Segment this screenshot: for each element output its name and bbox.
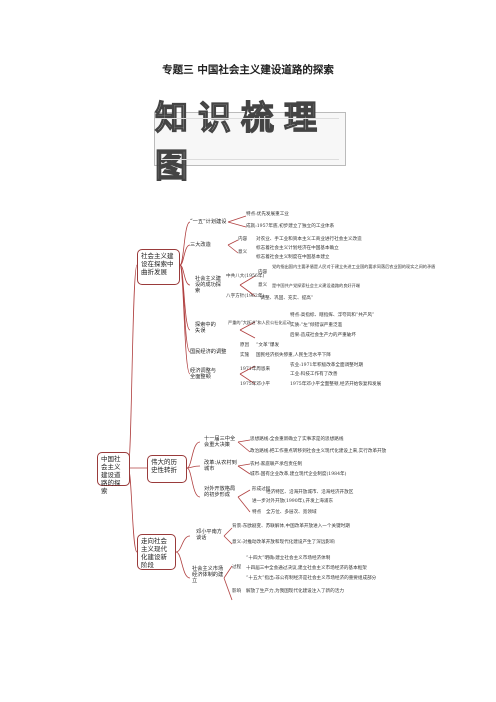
leaf-text: 后果:造成社会生产力的严重破坏 — [290, 333, 356, 338]
sub-node-market-economy: 社会主义市场经济体制的建立 — [192, 566, 224, 584]
leaf-text: 进一步对外开放(1990年),开发上海浦东 — [252, 499, 334, 504]
leaf-text: 政治路线:把工作重点转移到社会主义现代化建设上来,实行改革开放 — [250, 449, 387, 454]
leaf-text: 实质:“左”倾错误严重泛滥 — [290, 323, 343, 328]
leaf-text: “十四大”明确:建立社会主义市场经济体制 — [246, 556, 331, 561]
leaf-text: 农村:家庭联产承包责任制 — [250, 462, 303, 467]
leaf-text: 特点 — [252, 510, 262, 515]
leaf-text: 对农业、手工业和资本主义工商业进行社会主义改造 — [256, 237, 362, 242]
root-node: 中国社会主义建设道路的探索 — [97, 452, 130, 495]
leaf-text: 1975年邓小平全面整顿,经济开始恢复和发展 — [290, 382, 382, 387]
leaf-text: 思想路线:全会重新确立了实事求是的思想路线 — [250, 437, 344, 442]
sub-node-first-five-year-plan: “一五”计划建设 — [190, 219, 227, 225]
leaf-text: 是中国共产党探索社会主义建设道路的良好开端 — [272, 283, 360, 288]
sub-node-mistakes: 探索中的失误 — [195, 322, 216, 334]
leaf-text: 成就:1957年底,初步建立了独立的工业体系 — [246, 224, 335, 229]
leaf-text: 实施 — [240, 353, 250, 358]
leaf-text: 经济特区、沿海开放城市、沿海经济开放区 — [266, 490, 354, 495]
leaf-text: 农业:1971年积极改革全面调整时期 — [290, 363, 363, 368]
leaf-text: 1971年周恩来 — [240, 367, 271, 372]
sub-node-economic-adjustment: 国民经济的调整 — [190, 349, 227, 355]
leaf-text: 标志着社会主义制度在中国基本建立 — [256, 255, 330, 260]
branch-node-1: 社会主义建设在探索中曲折发展 — [137, 249, 180, 285]
leaf-text: 意义 — [258, 283, 268, 288]
leaf-text: 特点:高指标、瞎指挥、浮夸风和“共产风” — [290, 313, 375, 318]
leaf-text: “文革”爆发 — [256, 343, 280, 348]
leaf-text: 过程 — [232, 565, 242, 570]
leaf-text: 影响 — [232, 589, 242, 594]
leaf-text: 内容 — [258, 270, 268, 275]
sub-node-overall-rectification: 经济调整与全面整顿 — [190, 368, 216, 380]
leaf-text: 意义 — [238, 250, 248, 255]
sub-node-opening-up: 对外开放格局的初步形成 — [204, 486, 236, 498]
leaf-text: 城市:国有企业改革,建立现代企业制度(1984年) — [250, 472, 347, 477]
leaf-text: 内容 — [238, 237, 248, 242]
leaf-text: “调整、巩固、充实、提高” — [258, 296, 314, 301]
sub-node-three-transformations: 三大改造 — [190, 242, 211, 248]
leaf-text: 背景:东欧剧变、苏联解体,中国改革开放进入一个关键时期 — [232, 524, 350, 529]
leaf-text: 原因 — [240, 343, 250, 348]
leaf-text: 党的指出国内主要矛盾是人民对于建立先进工业国的要求同落后农业国的现实之间的矛盾 — [272, 264, 436, 269]
sub-node-successful-exploration: 社会主义建设的成功探索 — [195, 276, 221, 294]
sub-node-southern-tour: 邓小平南方谈话 — [196, 529, 222, 541]
leaf-text: 特点:优先发展重工业 — [246, 212, 289, 217]
leaf-text: 标志着社会主义计划经济在中国基本确立 — [256, 246, 339, 251]
leaf-text: 八字方针(1962年) — [226, 294, 265, 299]
leaf-text: 严重的“大跃进”和人民公社化运动 — [228, 320, 291, 325]
leaf-text: 解放了生产力,为我国现代化建设注入了新的活力 — [246, 589, 344, 594]
leaf-text: 全方位、多层次、宽领域 — [266, 510, 317, 515]
leaf-text: 意义:对推动改革开放和现代化建设产生了深远影响 — [232, 540, 335, 545]
leaf-text: 1975年邓小平 — [240, 382, 271, 387]
leaf-text: 十四届三中全会通过决议,建立社会主义市场经济的基本框架 — [246, 566, 367, 571]
leaf-text: 国民经济损失惨重,人民生活水平下降 — [256, 353, 331, 358]
sub-node-reform: 改革:从农村到城市 — [204, 460, 237, 472]
leaf-text: 工业:科技工作有了改善 — [290, 372, 338, 377]
leaf-text: 形成过程 — [252, 487, 271, 492]
branch-node-3: 走向社会主义现代化建设新阶段 — [137, 534, 176, 570]
leaf-text: “十五大”指出:非公有制经济是社会主义市场经济的重要组成部分 — [246, 576, 377, 581]
leaf-text: 中共八大(1956年) — [226, 274, 265, 279]
sub-node-third-plenum: 十一届三中全会重大决策 — [204, 436, 236, 448]
page-title: 专题三 中国社会主义建设道路的探索 — [162, 64, 334, 76]
branch-node-2: 伟大的历史性转折 — [147, 455, 187, 483]
